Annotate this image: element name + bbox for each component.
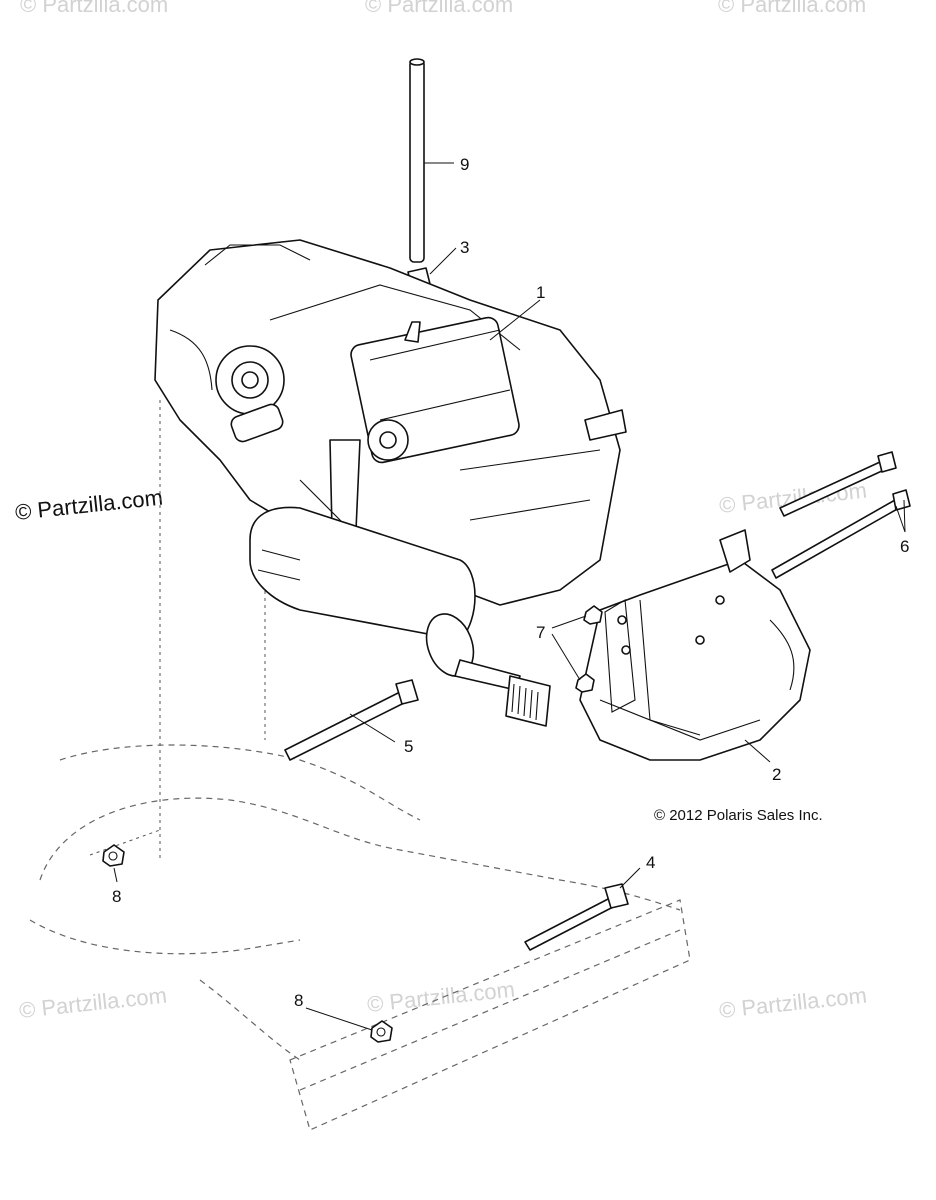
callout-3: 3 xyxy=(460,238,469,257)
drive-shaft-housing xyxy=(249,506,551,727)
frame-ghost xyxy=(29,744,691,1131)
watermark-bottom-right: © Partzilla.com xyxy=(718,983,868,1023)
part-2-bracket xyxy=(579,529,811,761)
callout-8-lower: 8 xyxy=(294,991,303,1010)
part-6-bolts xyxy=(771,451,911,579)
part-9-rod xyxy=(409,58,425,263)
watermark-bottom-left: © Partzilla.com xyxy=(18,983,168,1023)
watermark-top-left: © Partzilla.com xyxy=(20,0,168,17)
leader-lines xyxy=(113,162,906,1031)
callout-8-upper: 8 xyxy=(112,887,121,906)
part-8-nut-upper xyxy=(102,844,125,867)
callout-9: 9 xyxy=(460,155,469,174)
copyright-text: © 2012 Polaris Sales Inc. xyxy=(654,807,823,824)
watermark-top-right: © Partzilla.com xyxy=(718,0,866,17)
callout-5: 5 xyxy=(404,737,413,756)
part-4-bolt xyxy=(524,883,629,951)
watermark-left-dark: © Partzilla.com xyxy=(14,485,164,525)
watermark-bottom-center: © Partzilla.com xyxy=(366,977,516,1017)
part-5-bolt xyxy=(284,679,419,761)
alignment-line-nut xyxy=(89,829,161,856)
callout-6: 6 xyxy=(900,537,909,556)
callout-1: 1 xyxy=(536,283,545,302)
part-8-nut-lower xyxy=(370,1020,393,1043)
part-7-nuts xyxy=(575,605,603,693)
callout-7: 7 xyxy=(536,623,545,642)
callout-4: 4 xyxy=(646,853,655,872)
watermark-top-center: © Partzilla.com xyxy=(365,0,513,17)
callout-2: 2 xyxy=(772,765,781,784)
part-1-transmission xyxy=(154,239,627,606)
